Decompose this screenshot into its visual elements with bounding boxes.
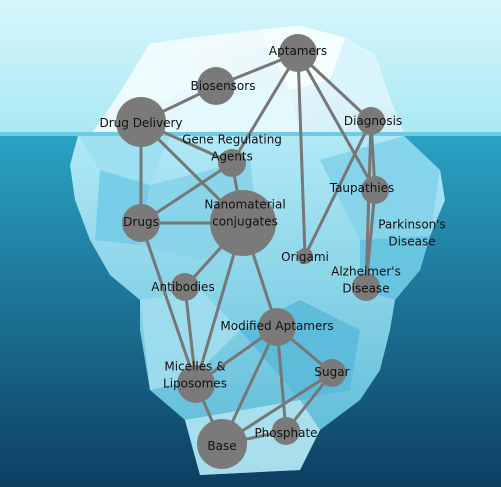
node-label: Biosensors — [191, 79, 256, 93]
node-label: Antibodies — [151, 280, 214, 294]
node-label: Diagnosis — [344, 114, 402, 128]
node-label: Micelles &Liposomes — [163, 360, 227, 391]
node-origami: Origami — [281, 248, 329, 264]
node-circle — [357, 107, 385, 135]
edge-diagnosis-alzheimers_disease — [364, 120, 373, 288]
node-label: Taupathies — [329, 181, 395, 195]
node-antibodies: Antibodies — [151, 273, 215, 301]
node-circle — [197, 67, 235, 105]
node-circle — [210, 190, 276, 256]
node-label: Sugar — [314, 365, 349, 379]
node-circle — [122, 204, 160, 242]
node-circle — [352, 273, 380, 301]
node-circle — [177, 365, 215, 403]
node-circle — [318, 359, 346, 387]
edge-diagnosis-origami — [303, 120, 373, 257]
node-label: Aptamers — [269, 44, 327, 58]
node-circle — [197, 419, 247, 469]
node-phosphate: Phosphate — [254, 417, 318, 445]
node-taupathies: Taupathies — [329, 176, 395, 204]
edge-aptamers-origami — [296, 52, 307, 257]
node-label: Drug Delivery — [99, 116, 182, 130]
node-label: Origami — [281, 250, 329, 264]
node-label: Phosphate — [254, 426, 317, 440]
node-label: Base — [207, 439, 236, 453]
edge-drugs-micelles_liposomes — [139, 222, 198, 385]
node-base: Base — [197, 419, 247, 469]
node-circle — [116, 97, 166, 147]
edge-aptamers-gene_regulating_agents — [230, 52, 300, 164]
node-drug_delivery: Drug Delivery — [99, 97, 183, 147]
node-circle — [272, 417, 300, 445]
node-modified_aptamers: Modified Aptamers — [220, 308, 334, 346]
node-label: Modified Aptamers — [220, 319, 333, 333]
node-circle — [258, 308, 296, 346]
node-label: Drugs — [123, 215, 159, 229]
edge-taupathies-alzheimers_disease — [364, 189, 377, 288]
node-sugar: Sugar — [314, 359, 350, 387]
node-circle — [279, 34, 317, 72]
node-aptamers: Aptamers — [269, 34, 327, 72]
node-micelles_liposomes: Micelles &Liposomes — [163, 360, 227, 403]
node-drugs: Drugs — [122, 204, 160, 242]
node-circle — [297, 248, 313, 264]
node-circle — [171, 273, 199, 301]
node-biosensors: Biosensors — [191, 67, 256, 105]
edge-aptamers-taupathies — [296, 52, 377, 191]
node-diagnosis: Diagnosis — [344, 107, 402, 135]
node-circle — [361, 176, 389, 204]
node-circle — [218, 149, 246, 177]
